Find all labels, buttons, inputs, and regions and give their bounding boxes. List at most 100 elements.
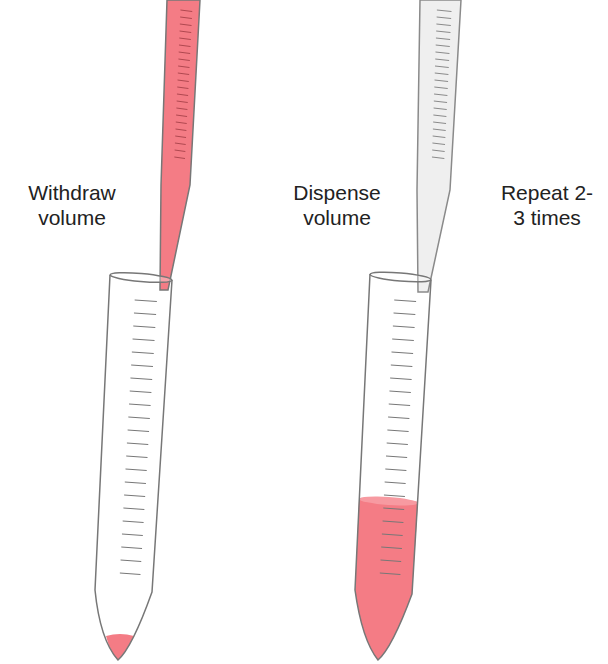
graduation-tick (432, 157, 444, 159)
graduation-tick (127, 443, 148, 445)
tube-outline (355, 274, 431, 660)
graduation-tick (392, 339, 414, 341)
graduation-tick (132, 352, 154, 354)
empty-pipette (417, 0, 461, 292)
graduation-tick (434, 94, 447, 96)
graduation-tick (133, 326, 155, 328)
graduation-tick (180, 10, 192, 12)
graduation-tick (134, 313, 156, 315)
step-label: Dispense volume (281, 180, 393, 230)
graduation-tick (383, 508, 404, 510)
graduation-tick (180, 24, 192, 26)
graduation-tick (177, 101, 188, 103)
graduation-tick (390, 378, 411, 380)
graduation-tick (435, 59, 449, 61)
graduation-tick (179, 38, 191, 40)
graduation-tick (180, 31, 192, 33)
graduation-tick (433, 115, 446, 117)
graduation-tick (433, 129, 446, 131)
graduation-tick (179, 45, 191, 47)
liquid-surface (359, 495, 418, 507)
graduation-tick (120, 573, 141, 575)
graduation-tick (381, 560, 402, 562)
graduation-tick (123, 508, 144, 510)
graduation-tick (393, 326, 415, 328)
graduation-tick (131, 365, 153, 367)
graduation-tick (389, 391, 410, 393)
graduation-tick (126, 456, 147, 458)
graduation-tick (130, 378, 152, 380)
step-label: Withdraw volume (16, 180, 128, 230)
graduation-tick (435, 66, 449, 68)
graduation-tick (387, 443, 408, 445)
graduation-tick (434, 108, 447, 110)
graduation-tick (394, 313, 416, 315)
graduation-tick (380, 573, 401, 575)
graduation-tick (176, 122, 187, 124)
graduation-tick (394, 300, 416, 302)
graduation-tick (437, 10, 452, 12)
graduation-tick (178, 59, 189, 61)
graduation-tick (432, 150, 444, 152)
graduation-tick (133, 339, 155, 341)
graduation-tick (128, 430, 149, 432)
graduation-tick (435, 52, 449, 54)
dispensed-liquid (355, 498, 418, 660)
graduation-tick (174, 157, 185, 159)
step-label: Repeat 2-3 times (497, 180, 597, 230)
graduation-tick (434, 87, 447, 89)
graduation-tick (176, 115, 187, 117)
tube-outline (95, 275, 172, 660)
graduation-tick (432, 143, 445, 145)
graduation-tick (381, 547, 402, 549)
graduation-tick (436, 45, 450, 47)
graduation-tick (383, 521, 404, 523)
graduation-tick (437, 17, 452, 19)
residual-liquid (106, 634, 134, 660)
graduation-tick (436, 31, 450, 33)
tube-rim (110, 271, 172, 284)
graduation-tick (386, 456, 407, 458)
tube-rim (370, 270, 431, 283)
graduation-tick (177, 94, 188, 96)
graduation-tick (125, 482, 146, 484)
graduation-tick (121, 560, 142, 562)
graduation-tick (178, 80, 189, 82)
graduation-tick (179, 52, 190, 54)
graduation-tick (176, 108, 187, 110)
graduation-tick (436, 38, 450, 40)
graduation-tick (177, 87, 188, 89)
graduation-tick (121, 547, 142, 549)
graduation-tick (178, 73, 189, 75)
graduation-tick (433, 122, 446, 124)
graduation-tick (387, 430, 408, 432)
graduation-tick (384, 495, 405, 497)
graduation-tick (434, 101, 447, 103)
graduation-tick (435, 80, 449, 82)
graduation-tick (435, 73, 449, 75)
graduation-tick (175, 150, 186, 152)
graduation-tick (128, 417, 150, 419)
graduation-tick (388, 417, 409, 419)
graduation-tick (180, 17, 192, 19)
graduation-tick (178, 66, 189, 68)
graduation-tick (135, 300, 157, 302)
graduation-tick (176, 129, 187, 131)
graduation-tick (385, 469, 406, 471)
graduation-tick (433, 136, 446, 138)
graduation-tick (122, 534, 143, 536)
graduation-tick (389, 404, 410, 406)
graduation-tick (124, 495, 145, 497)
filled-pipette (160, 0, 200, 290)
graduation-tick (126, 469, 147, 471)
graduation-tick (436, 24, 450, 26)
graduation-tick (385, 482, 406, 484)
graduation-tick (123, 521, 144, 523)
graduation-tick (391, 365, 413, 367)
graduation-tick (392, 352, 414, 354)
graduation-tick (382, 534, 403, 536)
graduation-tick (175, 143, 186, 145)
graduation-tick (175, 136, 186, 138)
graduation-tick (129, 404, 151, 406)
